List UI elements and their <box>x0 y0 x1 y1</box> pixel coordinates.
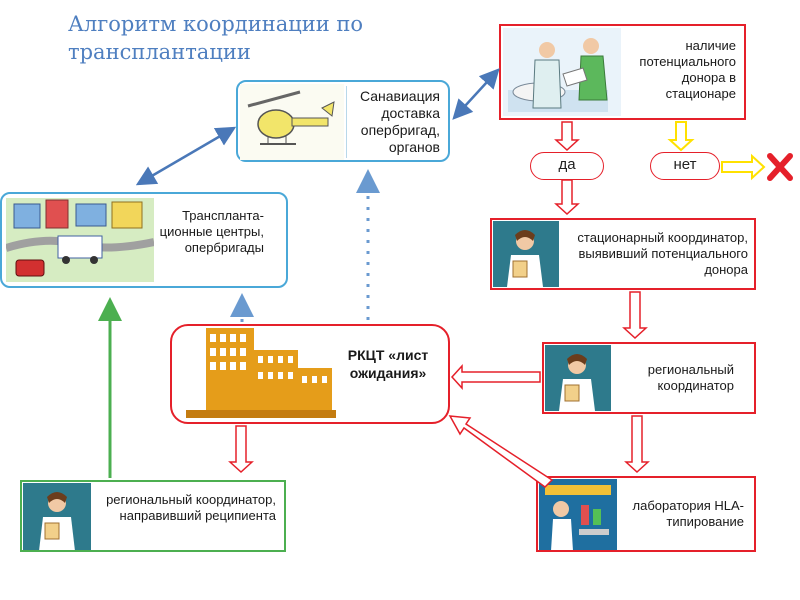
hospital-building-icon <box>186 328 336 418</box>
regional-coordinator-recipient-text: региональный координатор, направивший ре… <box>106 492 276 523</box>
hollow-arrow-lab-rkct <box>448 415 554 488</box>
box-rkct: РКЦТ «лист ожидания» <box>170 324 450 424</box>
box-hospital-coordinator: стационарный координатор, выявивший поте… <box>490 218 756 290</box>
city-map-icon <box>6 198 154 282</box>
regional-coordinator-text: региональный координатор <box>647 362 734 393</box>
nurse-icon <box>545 345 611 411</box>
sanaviation-text: Санавиация доставка опербригад, органов <box>359 88 440 155</box>
hollow-arrow-regional-lab <box>624 415 650 474</box>
box-laboratory: лаборатория HLA-типирование <box>536 476 756 552</box>
box-transplant-centers: Трансплантa-ционные центры, опербригады <box>0 192 288 288</box>
nurse-icon <box>493 221 559 287</box>
laboratory-text: лаборатория HLA-типирование <box>632 498 744 529</box>
laboratory-icon <box>539 479 617 550</box>
hollow-arrow-hospital-regional <box>622 291 648 340</box>
box-sanaviation: Санавиация доставка опербригад, органов <box>236 80 450 162</box>
arrow-centers-sanaviation <box>135 126 237 186</box>
transplant-centers-text: Трансплантa-ционные центры, опербригады <box>159 208 264 255</box>
donor-presence-text: наличие потенциального донора в стациона… <box>639 38 736 101</box>
hollow-arrow-regional-rkct <box>450 364 541 390</box>
nurse-icon <box>23 483 91 550</box>
page-title: Алгоритм координации по трансплантации <box>68 12 364 64</box>
box-regional-coordinator-recipient: региональный координатор, направивший ре… <box>20 480 286 552</box>
decision-no: нет <box>650 152 720 180</box>
box-donor-presence: наличие потенциального донора в стациона… <box>499 24 746 120</box>
rkct-text: РКЦТ «лист ожидания» <box>347 347 429 381</box>
hospital-coordinator-text: стационарный координатор, выявивший поте… <box>577 230 748 277</box>
doctors-patient-illustration <box>503 28 621 116</box>
hollow-arrow-rkct-recipient <box>228 425 254 474</box>
hollow-arrow-donor-yes <box>554 121 580 152</box>
hollow-arrow-donor-no <box>667 121 695 152</box>
hollow-arrow-yes-coordinator <box>554 179 580 216</box>
helicopter-icon <box>240 84 344 160</box>
arrow-sanaviation-donor <box>452 68 500 120</box>
hollow-arrow-no-cross <box>721 153 766 181</box>
box-regional-coordinator: региональный координатор <box>542 342 756 414</box>
decision-yes: да <box>530 152 604 180</box>
reject-cross-icon <box>767 153 793 181</box>
